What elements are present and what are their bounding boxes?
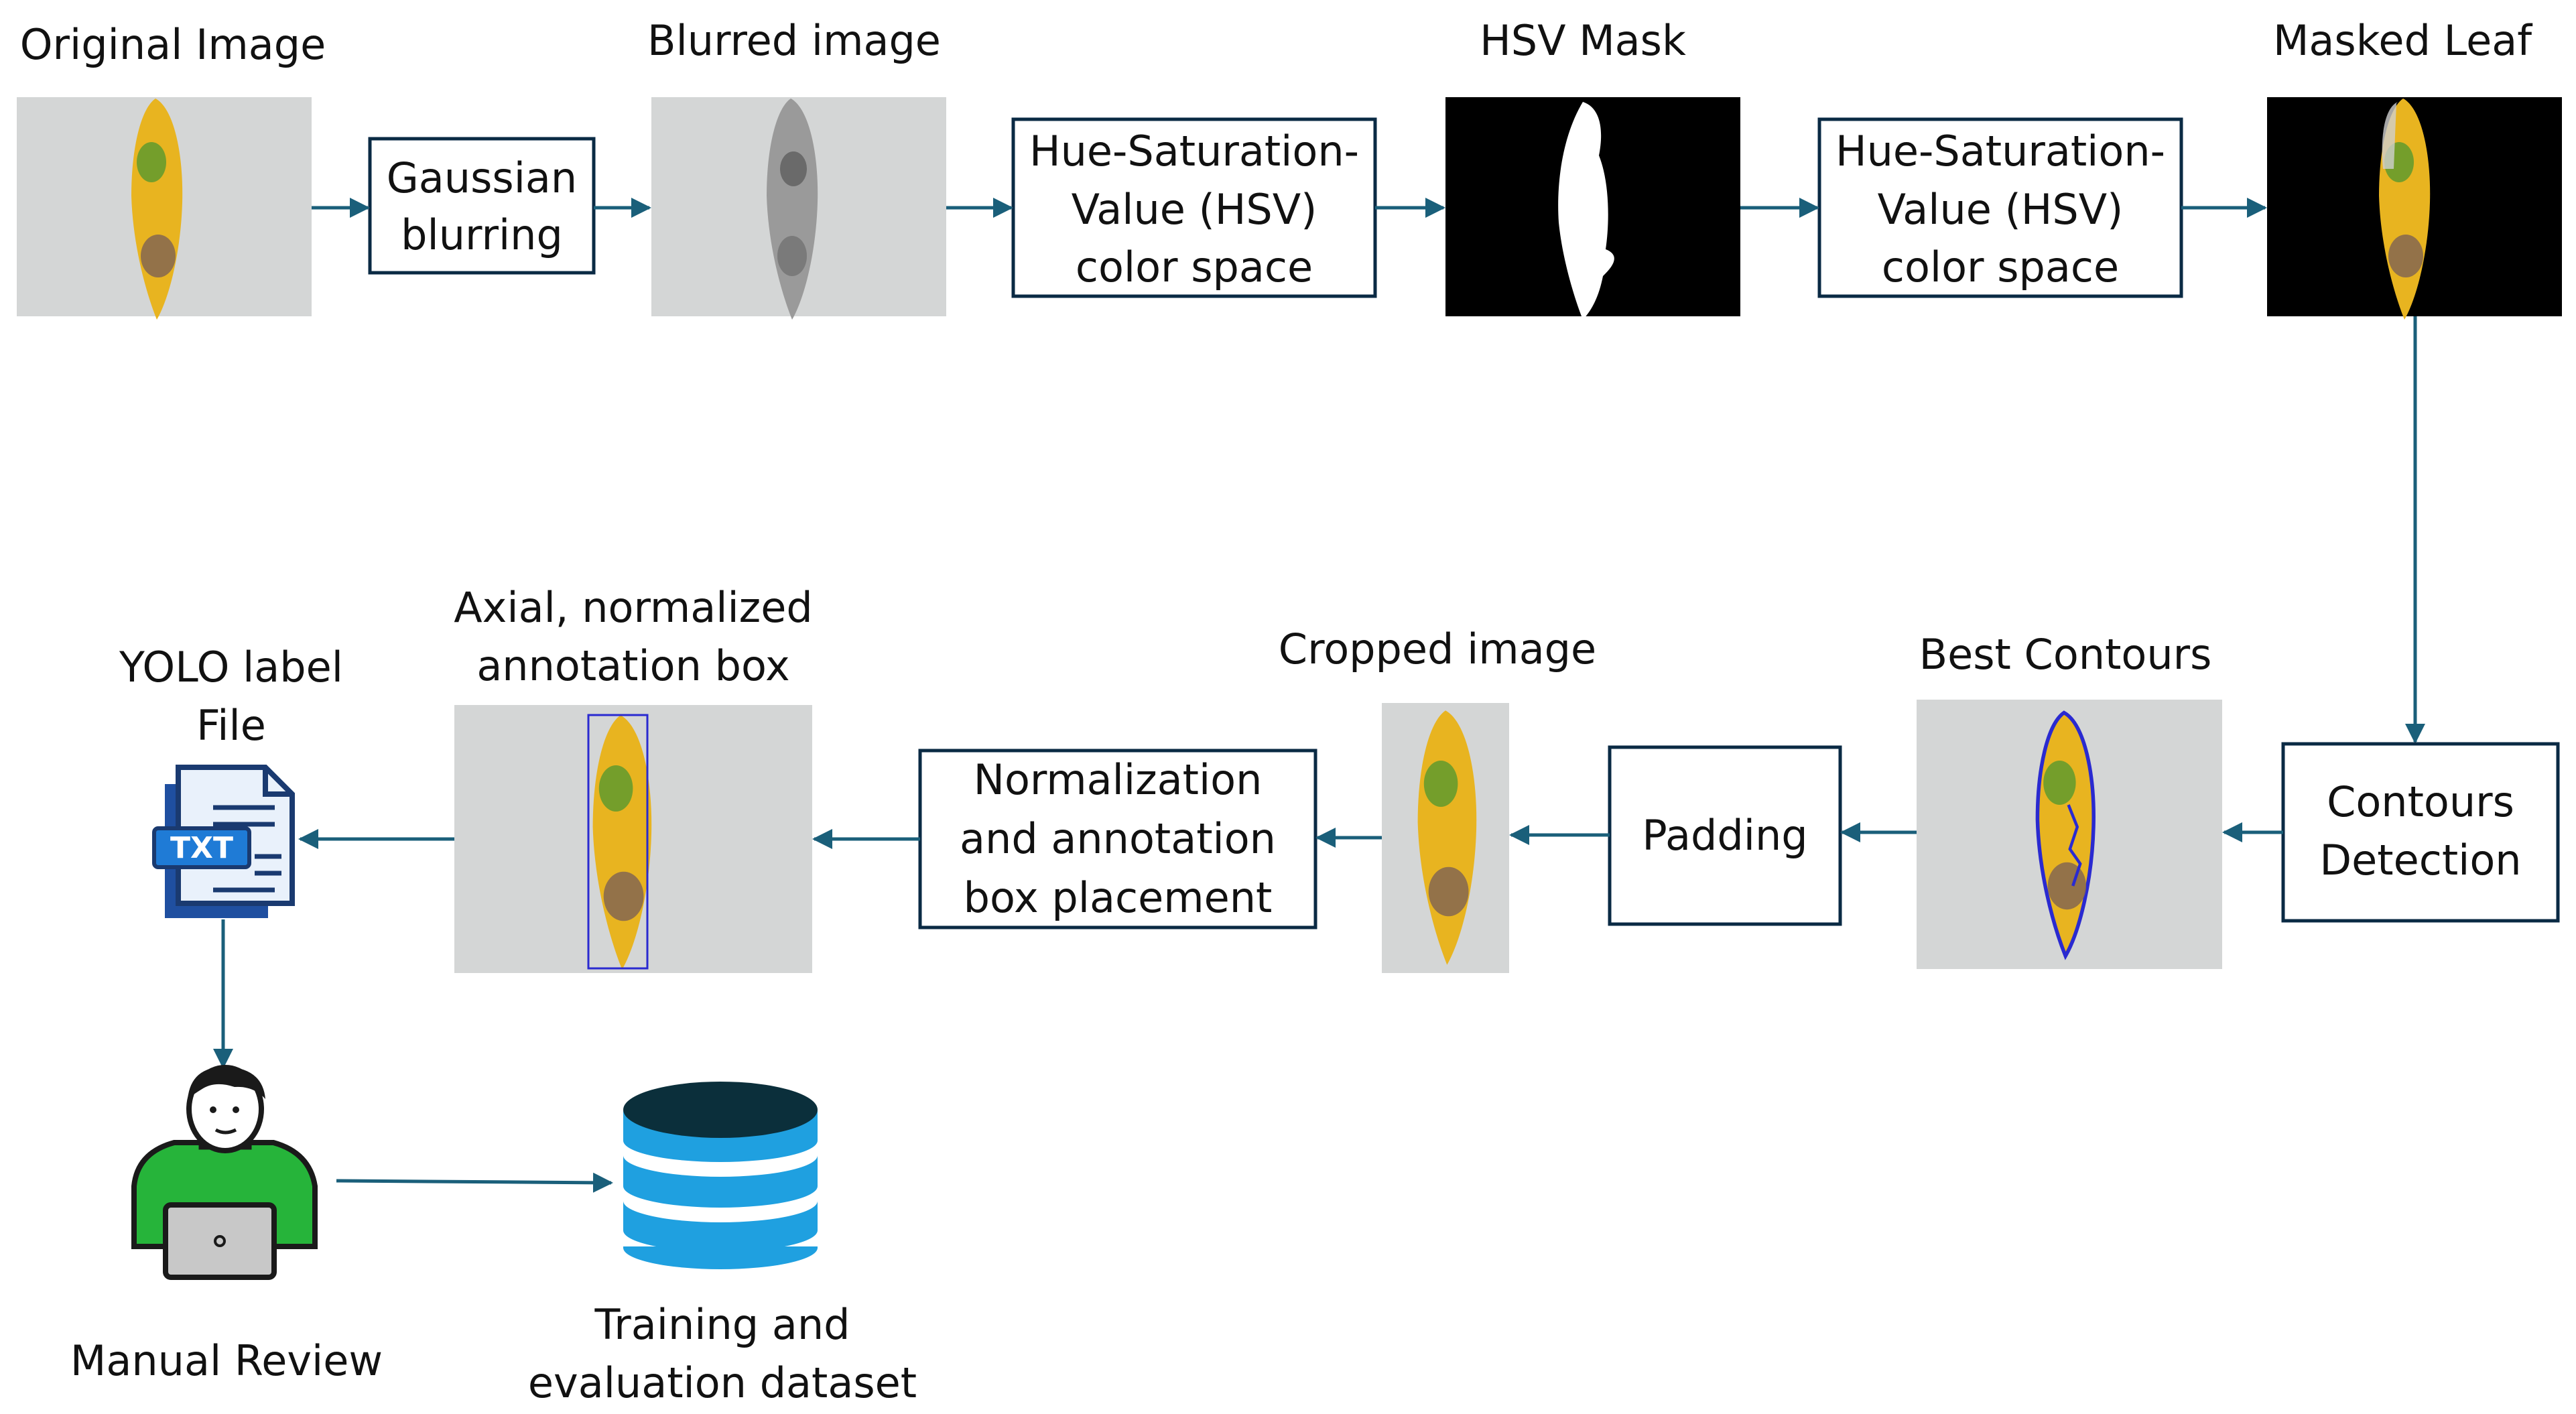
- arrow-review-to-dataset: [336, 1172, 613, 1193]
- normalization-line3: box placement: [964, 873, 1273, 922]
- annotation-box-line2: annotation box: [476, 641, 789, 690]
- blurred-leaf: [767, 99, 818, 320]
- masked-leaf-node: Masked Leaf: [2267, 16, 2562, 320]
- dataset-line1: Training and: [594, 1300, 850, 1349]
- bounding-box: [587, 714, 649, 970]
- dataset-line2: evaluation dataset: [528, 1358, 917, 1407]
- original-leaf: [131, 99, 183, 320]
- yolo-label-line1: YOLO label: [119, 643, 343, 692]
- hsv-mask-node: HSV Mask: [1445, 16, 1740, 320]
- masked-leaf: [2379, 99, 2431, 320]
- hsv-color-space-box-2: Hue-Saturation- Value (HSV) color space: [1817, 117, 2183, 298]
- annotation-box-line1: Axial, normalized: [454, 583, 812, 632]
- txt-badge-text: TXT: [170, 831, 233, 865]
- gaussian-blurring-box: Gaussian blurring: [368, 137, 596, 275]
- normalization-box: Normalization and annotation box placeme…: [918, 749, 1317, 929]
- annotated-leaf: [592, 715, 652, 970]
- hsv1-line2: Value (HSV): [1072, 185, 1317, 234]
- contours-line1: Contours: [2327, 777, 2514, 826]
- original-image-label: Original Image: [20, 20, 326, 69]
- yolo-label-line2: File: [196, 701, 266, 750]
- hsv-mask-label: HSV Mask: [1480, 16, 1686, 65]
- normalization-line1: Normalization: [974, 755, 1263, 804]
- blurred-image-node: Blurred image: [647, 16, 946, 320]
- gaussian-blurring-line1: Gaussian: [387, 153, 577, 202]
- contours-line2: Detection: [2319, 836, 2521, 885]
- padding-box: Padding: [1608, 745, 1842, 926]
- person-laptop-icon: [131, 1065, 318, 1280]
- normalization-line2: and annotation: [960, 814, 1276, 863]
- hsv2-line2: Value (HSV): [1878, 185, 2124, 234]
- hsv1-line1: Hue-Saturation-: [1029, 127, 1359, 176]
- hsv2-line1: Hue-Saturation-: [1836, 127, 2165, 176]
- cropped-image-label: Cropped image: [1279, 625, 1596, 673]
- annotation-box-node: Axial, normalized annotation box: [454, 583, 813, 973]
- original-image-node: Original Image: [17, 20, 326, 320]
- best-contours-node: Best Contours: [1917, 630, 2222, 969]
- hsv-color-space-box-1: Hue-Saturation- Value (HSV) color space: [1011, 117, 1377, 298]
- database-icon: [623, 1082, 818, 1269]
- hsv1-line3: color space: [1076, 243, 1313, 292]
- best-contours-label: Best Contours: [1919, 630, 2212, 679]
- blurred-image-label: Blurred image: [647, 16, 941, 65]
- gaussian-blurring-line2: blurring: [401, 210, 563, 259]
- contours-detection-box: Contours Detection: [2281, 742, 2560, 923]
- manual-review-label: Manual Review: [70, 1336, 383, 1385]
- yolo-label-node: YOLO label File TXT: [119, 643, 343, 918]
- cropped-leaf: [1417, 710, 1477, 965]
- padding-label: Padding: [1642, 811, 1807, 860]
- hsv2-line3: color space: [1882, 243, 2119, 292]
- masked-leaf-label: Masked Leaf: [2273, 16, 2533, 65]
- txt-file-icon: TXT: [152, 765, 295, 918]
- mask-leaf-silhouette: [1558, 102, 1614, 320]
- contour-leaf: [2037, 713, 2094, 956]
- cropped-image-node: Cropped image: [1279, 625, 1596, 973]
